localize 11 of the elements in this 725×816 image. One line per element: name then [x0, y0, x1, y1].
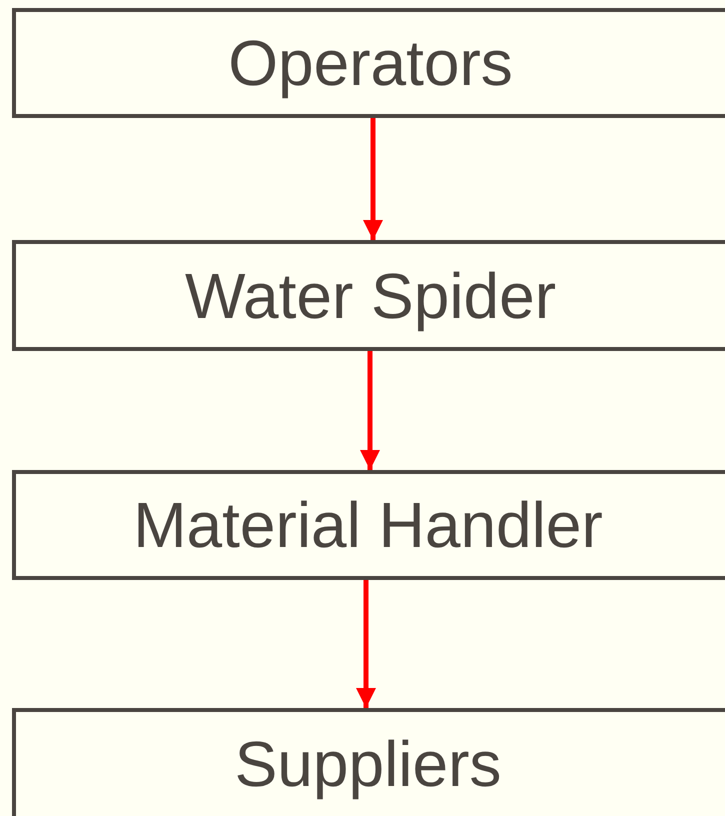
box-label: Material Handler [133, 488, 603, 562]
arrow [360, 351, 380, 470]
process-box [12, 470, 725, 580]
process-box [12, 708, 725, 816]
process-box [12, 240, 725, 351]
box-label: Operators [228, 26, 513, 100]
process-box [12, 8, 725, 118]
box-label: Suppliers [234, 727, 502, 801]
arrow [363, 118, 383, 240]
box-label: Water Spider [184, 258, 556, 332]
arrow [356, 580, 376, 708]
